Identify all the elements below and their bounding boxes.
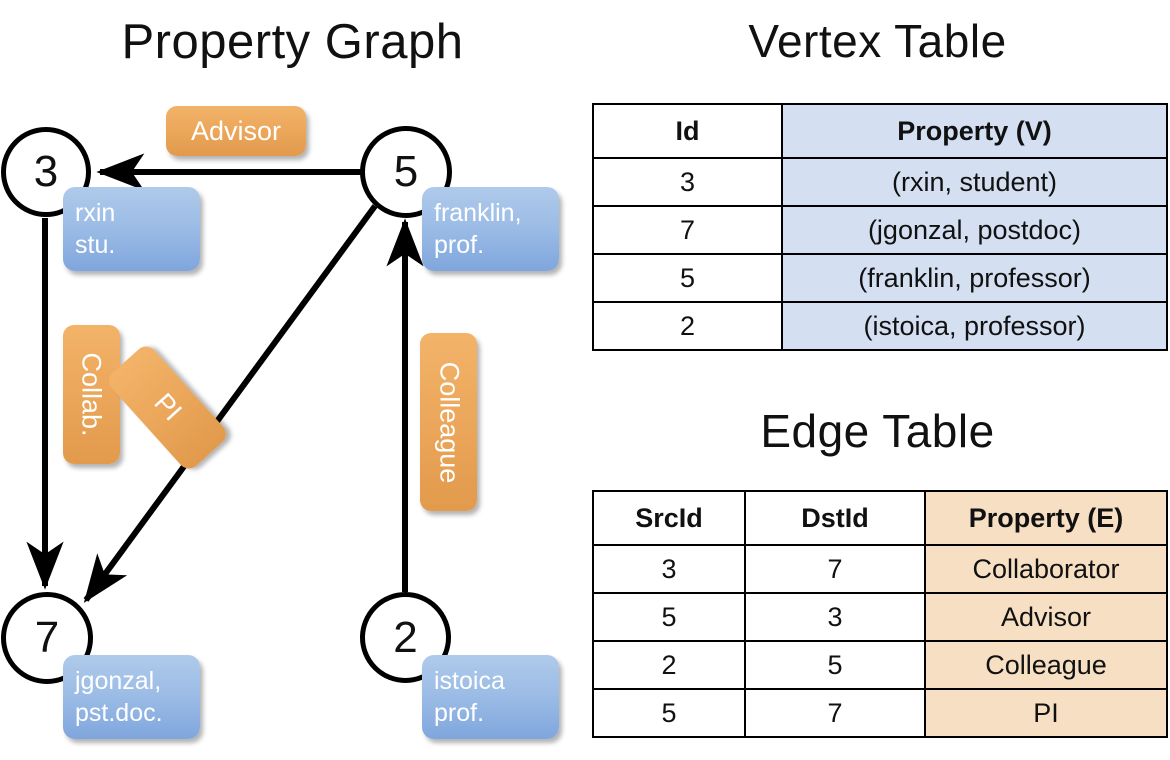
graph-node-5-property-box: franklin, prof. [422, 187, 559, 271]
graph-edge-5-to-7 [83, 204, 378, 603]
vertex-table-cell-property: (franklin, professor) [781, 253, 1168, 303]
edge-table-cell-property: Colleague [924, 640, 1168, 690]
vertex-table-cell-id: 2 [592, 301, 783, 351]
property-graph-diagram: 3 5 7 2 rxin stu. franklin, prof. jgonza… [1, 106, 559, 739]
graph-node-2-label: 2 [393, 612, 418, 662]
vertex-table-cell-property: (istoica, professor) [781, 301, 1168, 351]
table-row[interactable]: 2 (istoica, professor) [592, 301, 1168, 351]
edge-table-header-dstid: DstId [744, 490, 926, 546]
page-title-edge-table: Edge Table [760, 405, 995, 457]
edge-table-cell-dstid: 3 [744, 592, 926, 642]
vertex-table-cell-id: 5 [592, 253, 783, 303]
graph-node-3-label: 3 [33, 147, 59, 196]
vertex-table-header-id: Id [592, 103, 783, 159]
edge-table-cell-dstid: 5 [744, 640, 926, 690]
graph-node-2[interactable]: 2 [360, 592, 451, 683]
graph-edge-label-colleague: Colleague [420, 333, 477, 511]
vertex-table-header-property: Property (V) [781, 103, 1168, 159]
table-row[interactable]: 5 (franklin, professor) [592, 253, 1168, 303]
edge-table-header-property: Property (E) [924, 490, 1168, 546]
vertex-table-cell-id: 7 [592, 205, 783, 255]
edge-table: SrcId DstId Property (E) 3 7 Collaborato… [592, 490, 1168, 738]
table-row[interactable]: 5 7 PI [592, 688, 1168, 738]
edge-table-cell-property: Advisor [924, 592, 1168, 642]
edge-table-cell-srcid: 5 [592, 592, 746, 642]
page-title-vertex-table: Vertex Table [748, 15, 1007, 67]
edge-table-cell-dstid: 7 [744, 544, 926, 594]
graph-edge-label-advisor-text: Advisor [190, 115, 282, 146]
graph-node-3-property-box: rxin stu. [63, 187, 200, 271]
edge-table-cell-srcid: 3 [592, 544, 746, 594]
table-row[interactable]: 5 3 Advisor [592, 592, 1168, 642]
table-row[interactable]: 3 7 Collaborator [592, 544, 1168, 594]
edge-table-cell-srcid: 2 [592, 640, 746, 690]
graph-edge-label-colleague-text: Colleague [434, 361, 464, 483]
table-row[interactable]: 7 (jgonzal, postdoc) [592, 205, 1168, 255]
graph-node-7-label: 7 [34, 613, 60, 662]
edge-table-header-row: SrcId DstId Property (E) [592, 490, 1168, 546]
vertex-table-header-row: Id Property (V) [592, 103, 1168, 159]
edge-table-cell-property: PI [924, 688, 1168, 738]
vertex-table-cell-property: (jgonzal, postdoc) [781, 205, 1168, 255]
graph-edges-svg [26, 153, 424, 603]
edge-table-cell-property: Collaborator [924, 544, 1168, 594]
graph-edge-label-collaborator-text: Collab. [77, 352, 108, 437]
graph-edge-label-collaborator: Collab. [63, 325, 120, 464]
graph-edge-label-pi-text: PI [148, 387, 188, 427]
page-title-property-graph: Property Graph [121, 15, 464, 69]
edge-table-cell-srcid: 5 [592, 688, 746, 738]
table-row[interactable]: 2 5 Colleague [592, 640, 1168, 690]
vertex-table: Id Property (V) 3 (rxin, student) 7 (jgo… [592, 103, 1168, 351]
graph-node-5-label: 5 [393, 147, 419, 196]
vertex-table-cell-id: 3 [592, 157, 783, 207]
graph-node-2-property-box: istoica prof. [422, 655, 559, 739]
graph-node-5[interactable]: 5 [360, 126, 452, 218]
vertex-table-cell-property: (rxin, student) [781, 157, 1168, 207]
edge-table-header-srcid: SrcId [592, 490, 746, 546]
graph-edge-label-advisor: Advisor [166, 106, 306, 156]
graph-node-7-property-box: jgonzal, pst.doc. [63, 655, 200, 739]
table-row[interactable]: 3 (rxin, student) [592, 157, 1168, 207]
edge-table-cell-dstid: 7 [744, 688, 926, 738]
